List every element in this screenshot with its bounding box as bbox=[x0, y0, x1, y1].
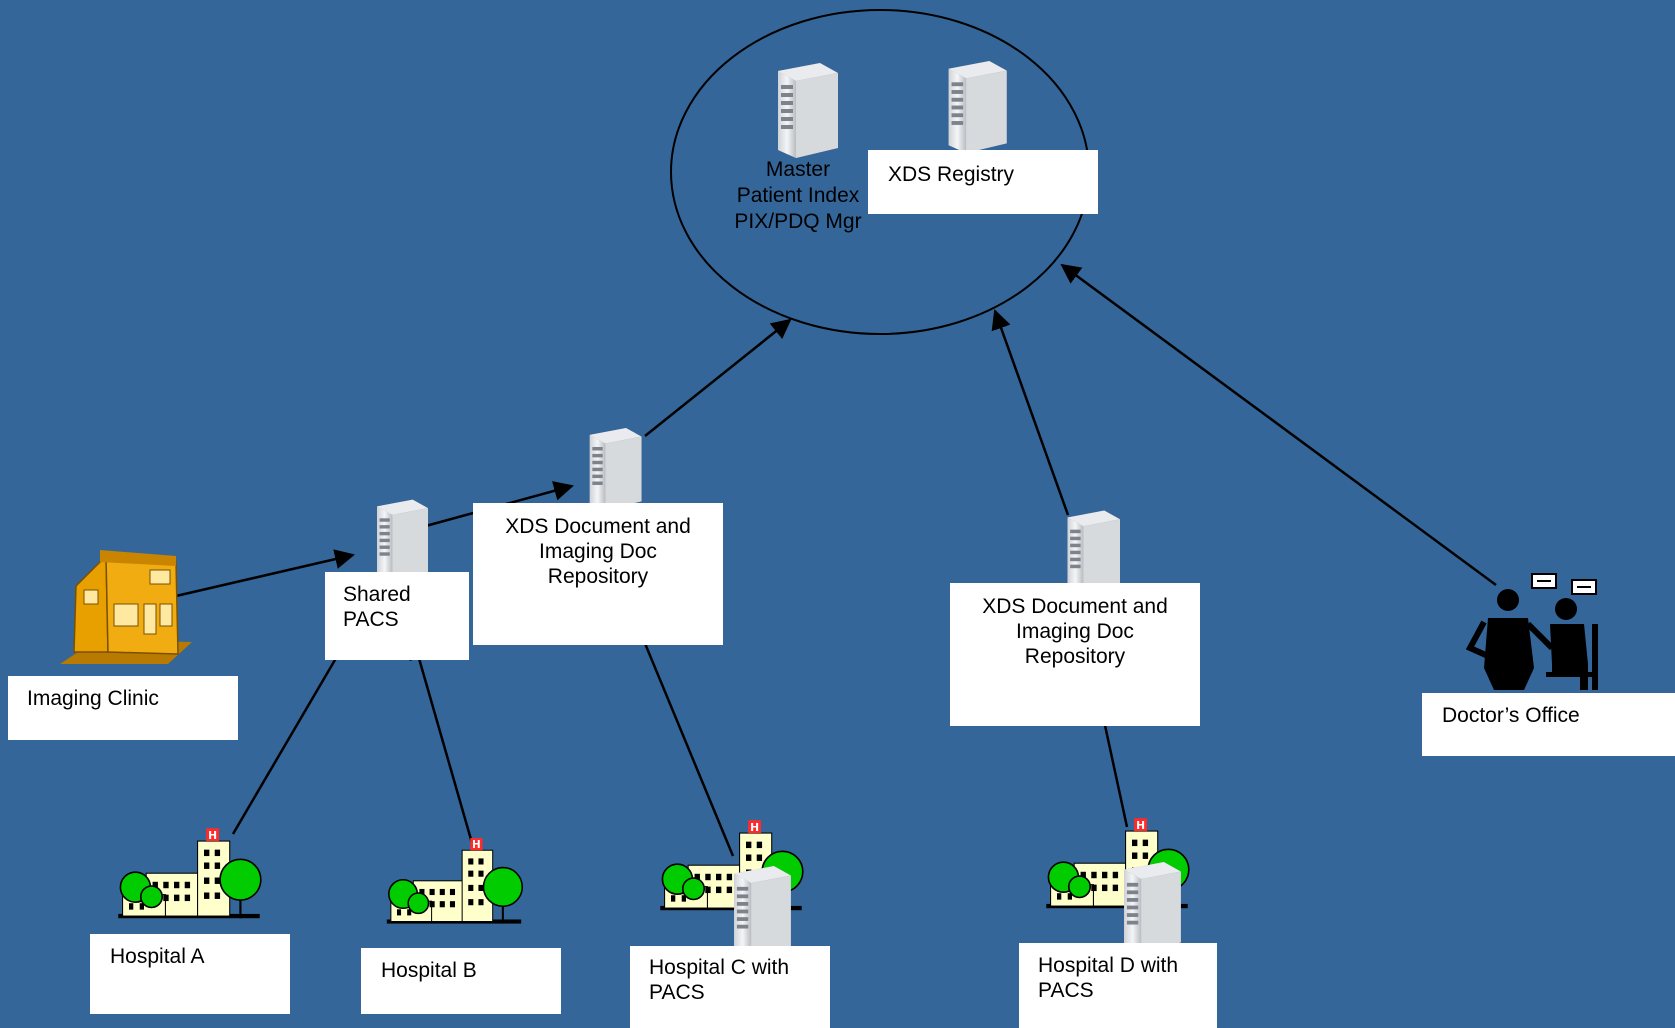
server-icon bbox=[377, 499, 428, 581]
hospital-icon bbox=[117, 827, 262, 920]
hospital-icon bbox=[385, 836, 524, 925]
hospital-c-box: Hospital C with PACS bbox=[630, 946, 830, 1028]
clinic-icon bbox=[60, 550, 192, 664]
arrow-clinic-to-pacs bbox=[175, 549, 355, 598]
server-icon bbox=[734, 866, 791, 956]
xds-repository-right-box: XDS Document and Imaging Doc Repository bbox=[950, 583, 1200, 726]
server-icon bbox=[778, 63, 838, 158]
hospital-b-box: Hospital B bbox=[361, 948, 561, 1014]
doctors-office-box: Doctor’s Office bbox=[1422, 693, 1675, 756]
hospital-a-box: Hospital A bbox=[90, 934, 290, 1014]
arrow-repo-left-to-domain bbox=[644, 318, 792, 437]
arrow-hospital-b-to-pacs bbox=[409, 639, 474, 844]
hospital-d-box: Hospital D with PACS bbox=[1019, 943, 1217, 1028]
arrow-doctor-to-domain bbox=[1060, 263, 1497, 587]
arrow-repo-right-to-domain bbox=[991, 309, 1070, 516]
server-icon bbox=[948, 61, 1007, 153]
xds-repository-left-box: XDS Document and Imaging Doc Repository bbox=[473, 503, 723, 645]
server-icon bbox=[1067, 510, 1120, 594]
shared-pacs-box: Shared PACS bbox=[325, 572, 469, 660]
imaging-clinic-box: Imaging Clinic bbox=[8, 676, 238, 740]
arrow-hospital-c-to-repo bbox=[629, 610, 735, 857]
arrow-hospital-a-to-pacs bbox=[231, 634, 351, 835]
server-icon bbox=[589, 428, 642, 510]
connections bbox=[175, 263, 1497, 857]
doctor-patient-icon bbox=[1465, 573, 1598, 690]
server-icon bbox=[1124, 862, 1181, 952]
master-patient-index-label: Master Patient Index PIX/PDQ Mgr bbox=[734, 158, 862, 233]
xds-registry-box: XDS Registry bbox=[868, 150, 1098, 214]
